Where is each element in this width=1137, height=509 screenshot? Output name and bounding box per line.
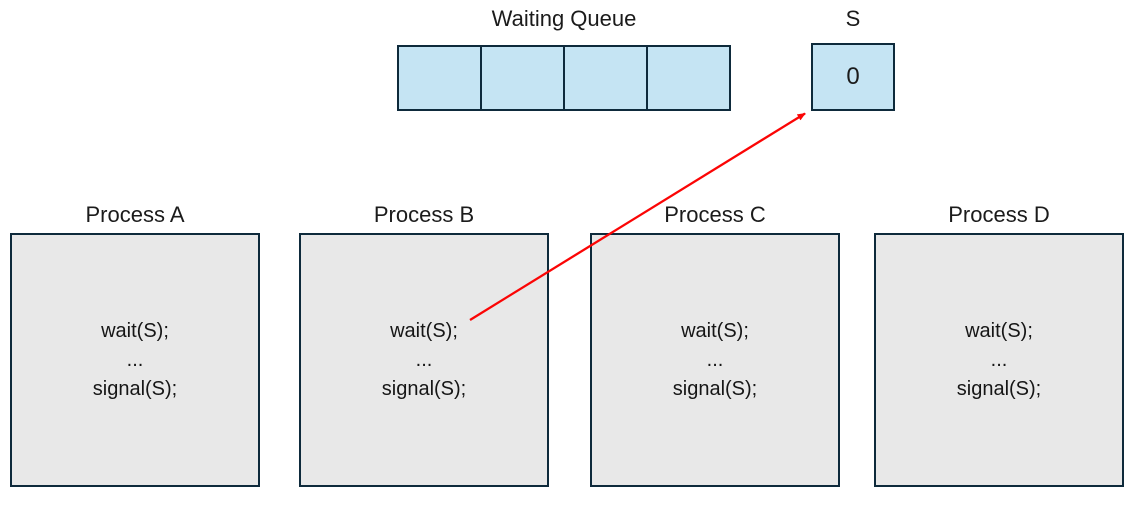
process-d-signal-call: signal(S); — [956, 377, 1042, 400]
process-c-wait-call: wait(S); — [681, 319, 749, 342]
process-a-title: Process A — [85, 202, 185, 227]
process-d-title: Process D — [948, 202, 1050, 227]
waiting-queue-cell — [565, 47, 648, 109]
waiting-queue-cell — [399, 47, 482, 109]
process-b-title: Process B — [373, 202, 475, 227]
process-c-ellipsis: ... — [706, 348, 724, 371]
waiting-queue-cell — [482, 47, 565, 109]
waiting-queue — [397, 45, 731, 111]
semaphore-box: 0 — [811, 43, 895, 111]
process-d-wait-call: wait(S); — [965, 319, 1033, 342]
process-c-box: wait(S); ... signal(S); — [590, 233, 840, 487]
process-c-signal-call: signal(S); — [672, 377, 758, 400]
process-b-ellipsis: ... — [415, 348, 433, 371]
semaphore-label: S — [845, 6, 861, 31]
process-a-wait-call: wait(S); — [101, 319, 169, 342]
semaphore-value: 0 — [846, 63, 860, 90]
waiting-queue-cell — [648, 47, 729, 109]
process-b-box: wait(S); ... signal(S); — [299, 233, 549, 487]
process-a-ellipsis: ... — [126, 348, 144, 371]
process-a-box: wait(S); ... signal(S); — [10, 233, 260, 487]
process-d-ellipsis: ... — [990, 348, 1008, 371]
process-b-signal-call: signal(S); — [381, 377, 467, 400]
waiting-queue-label: Waiting Queue — [491, 6, 637, 31]
process-b-wait-call: wait(S); — [390, 319, 458, 342]
process-a-signal-call: signal(S); — [92, 377, 178, 400]
process-c-title: Process C — [664, 202, 766, 227]
process-d-box: wait(S); ... signal(S); — [874, 233, 1124, 487]
